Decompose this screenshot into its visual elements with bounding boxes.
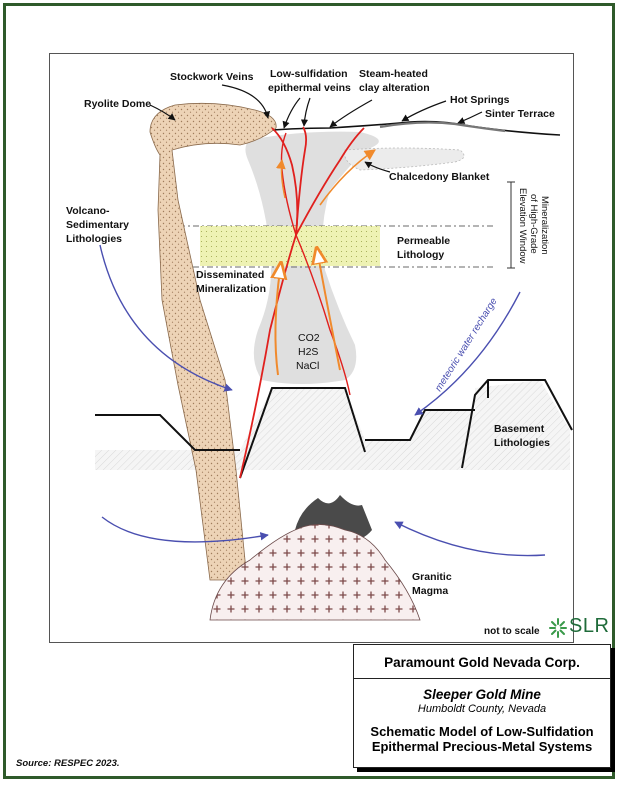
label-low-sulfidation-1: Low-sulfidation xyxy=(270,68,348,80)
figure-caption-line-2: Epithermal Precious-Metal Systems xyxy=(371,739,593,754)
granitic-magma xyxy=(209,524,421,621)
leader-low-sulf-b xyxy=(300,97,311,127)
label-nacl: NaCl xyxy=(296,360,319,372)
vein-lower-east xyxy=(295,234,351,396)
fluid-arrow-left xyxy=(275,270,280,376)
leader-steam xyxy=(329,99,373,128)
ground-surface xyxy=(229,120,561,136)
label-hot-springs: Hot Springs xyxy=(450,94,510,106)
label-elevation-3: Mineralization xyxy=(539,196,550,255)
fluid-arrow-up-left xyxy=(275,159,286,199)
label-chalcedony-blanket: Chalcedony Blanket xyxy=(389,171,490,183)
recharge-arrow-lower-right xyxy=(394,521,546,557)
label-volcano-3: Lithologies xyxy=(66,233,122,245)
label-elevation-1: Elevation Window xyxy=(517,188,528,264)
leader-sinter xyxy=(457,111,483,124)
fluid-arrow-up-right xyxy=(319,149,376,206)
label-volcano-1: Volcano- xyxy=(66,205,110,217)
label-granitic-1: Granitic xyxy=(412,571,452,583)
vein-central xyxy=(295,126,308,236)
slr-logo-mark-icon xyxy=(549,618,567,638)
ryolite-dome xyxy=(149,102,277,581)
label-steam-heated-2: clay alteration xyxy=(359,82,430,94)
leader-low-sulf-a xyxy=(282,97,301,129)
label-volcano-2: Sedimentary xyxy=(66,219,129,231)
label-stockwork-veins: Stockwork Veins xyxy=(170,71,254,83)
source-note: Source: RESPEC 2023. xyxy=(16,758,120,769)
fluid-arrow-right xyxy=(318,255,341,371)
label-permeable-2: Lithology xyxy=(397,249,444,261)
label-co2: CO2 xyxy=(298,332,320,344)
label-steam-heated-1: Steam-heated xyxy=(359,68,428,80)
mine-location: Humboldt County, Nevada xyxy=(417,703,547,715)
permeable-band xyxy=(200,226,380,266)
label-meteoric-recharge: meteoric water recharge xyxy=(433,296,500,394)
leader-stockwork xyxy=(221,84,271,119)
vein-west xyxy=(239,127,299,479)
leader-chalcedony xyxy=(364,161,391,173)
figure-caption: Schematic Model of Low-Sulfidation Epith… xyxy=(354,724,610,754)
basement-zone xyxy=(95,380,570,470)
vein-east xyxy=(295,127,365,236)
not-to-scale-note: not to scale xyxy=(484,626,540,637)
basement-block-right xyxy=(365,409,475,441)
recharge-arrow-lower-left xyxy=(101,516,269,543)
sinter-terrace-line xyxy=(379,121,506,133)
basement-block-horst xyxy=(239,387,366,479)
mine-name: Sleeper Gold Mine xyxy=(423,687,541,702)
label-ryolite-dome: Ryolite Dome xyxy=(84,98,151,110)
basement-block-left xyxy=(95,414,240,451)
label-disseminated-1: Disseminated xyxy=(196,269,264,281)
label-disseminated-2: Mineralization xyxy=(196,283,266,295)
company-name: Paramount Gold Nevada Corp. xyxy=(354,645,610,679)
label-basement-2: Lithologies xyxy=(494,437,550,449)
label-basement-1: Basement xyxy=(494,423,545,435)
slr-logo: SLR xyxy=(548,614,610,640)
recharge-arrow-meteoric xyxy=(414,291,521,416)
recharge-arrow-left xyxy=(99,244,233,392)
figure-caption-line-1: Schematic Model of Low-Sulfidation xyxy=(370,724,594,739)
label-sinter-terrace: Sinter Terrace xyxy=(485,108,555,120)
slr-logo-text: SLR xyxy=(569,615,610,637)
label-low-sulfidation-2: epithermal veins xyxy=(268,82,351,94)
leader-dome xyxy=(149,104,176,121)
leader-hot-springs xyxy=(401,100,447,122)
label-h2s: H2S xyxy=(298,346,318,358)
label-permeable-1: Permeable xyxy=(397,235,450,247)
label-elevation-2: of High-Grade xyxy=(528,194,539,254)
label-granitic-2: Magma xyxy=(412,585,448,597)
title-block: Paramount Gold Nevada Corp. Sleeper Gold… xyxy=(353,644,611,768)
